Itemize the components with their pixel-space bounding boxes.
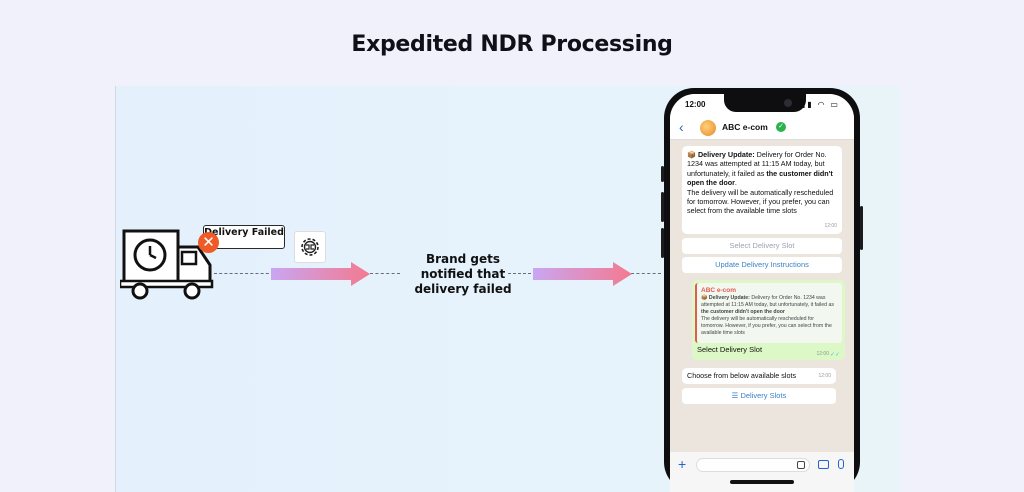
choose-slots-bubble: Choose from below available slots 12:00 xyxy=(682,368,836,384)
brand-notified-text: Brand gets notified that delivery failed xyxy=(414,252,512,296)
choose-slots-text: Choose from below available slots xyxy=(687,371,797,380)
verified-icon: ✓ xyxy=(776,122,786,132)
message-text-2: The delivery will be automatically resch… xyxy=(687,187,834,216)
page-title: Expedited NDR Processing xyxy=(351,32,673,57)
phone-side-button xyxy=(661,166,664,182)
sticker-icon[interactable] xyxy=(797,461,805,469)
home-indicator xyxy=(730,480,794,484)
chat-header: ‹ ABC e-com ✓ xyxy=(670,116,854,140)
connector-line xyxy=(631,273,661,274)
package-icon: 📦 xyxy=(701,295,708,301)
select-delivery-slot-button[interactable]: Select Delivery Slot xyxy=(682,238,842,254)
phone-side-button xyxy=(661,192,664,222)
quoted-label: Delivery Update: xyxy=(708,295,750,301)
choose-slots-time: 12:00 xyxy=(818,372,831,379)
reply-text: Select Delivery Slot xyxy=(697,345,763,354)
gear-icon-box xyxy=(294,231,326,263)
message-input-bar: + xyxy=(670,452,854,492)
phone-notch xyxy=(724,94,806,112)
delivery-slots-button[interactable]: ☰ Delivery Slots xyxy=(682,388,836,404)
status-time: 12:00 xyxy=(685,100,706,109)
message-bold: the customer didn't open the door xyxy=(687,168,833,188)
camera-icon xyxy=(784,99,792,107)
message-input[interactable] xyxy=(696,458,810,472)
truck-clock-icon xyxy=(120,229,214,300)
quoted-text-2: The delivery will be automatically resch… xyxy=(701,316,832,336)
connector-line xyxy=(508,273,536,274)
chat-name: ABC e-com xyxy=(722,122,768,132)
connector-line xyxy=(214,273,274,274)
quoted-bold: the customer didn't open the door xyxy=(701,309,785,315)
package-icon: 📦 xyxy=(687,150,696,159)
phone-screen: 12:00 ▮▮ ◠ ▭ ‹ ABC e-com ✓ 📦 Delivery Up… xyxy=(670,94,854,492)
message-text: Delivery for Order No. 1234 was attempte… xyxy=(687,150,827,178)
quoted-name: ABC e-com xyxy=(701,287,737,294)
signal-wifi-battery-icon: ▮▮ ◠ ▭ xyxy=(801,100,840,109)
mic-icon[interactable] xyxy=(838,459,844,469)
connector-line xyxy=(370,273,400,274)
message-label: Delivery Update: xyxy=(697,150,755,159)
update-delivery-instructions-button[interactable]: Update Delivery Instructions xyxy=(682,257,842,273)
phone-side-button xyxy=(860,206,863,250)
close-icon: ✕ xyxy=(198,232,219,253)
arrow-right-icon xyxy=(533,262,632,286)
message-bubble: 📦 Delivery Update: Delivery for Order No… xyxy=(682,146,842,234)
read-receipt-icon: ✓✓ xyxy=(829,352,840,358)
avatar xyxy=(700,120,716,136)
reply-bubble: ABC e-com 📦 Delivery Update: Delivery fo… xyxy=(692,280,845,360)
phone-mockup: 12:00 ▮▮ ◠ ▭ ‹ ABC e-com ✓ 📦 Delivery Up… xyxy=(661,88,863,492)
message-time: 12:00 xyxy=(824,222,837,229)
phone-side-button xyxy=(661,228,664,258)
camera-icon[interactable] xyxy=(818,460,829,469)
gear-icon xyxy=(301,238,319,256)
arrow-right-icon xyxy=(271,262,370,286)
delivery-slots-label: Delivery Slots xyxy=(740,391,787,400)
plus-icon[interactable]: + xyxy=(678,456,687,472)
quoted-message: ABC e-com 📦 Delivery Update: Delivery fo… xyxy=(695,283,842,343)
list-icon: ☰ xyxy=(731,391,741,400)
message-text-end: . xyxy=(734,178,737,188)
back-icon[interactable]: ‹ xyxy=(679,119,684,135)
reply-time: 12:00 xyxy=(816,351,829,357)
quoted-text: Delivery for Order No. 1234 was attempte… xyxy=(701,295,834,308)
